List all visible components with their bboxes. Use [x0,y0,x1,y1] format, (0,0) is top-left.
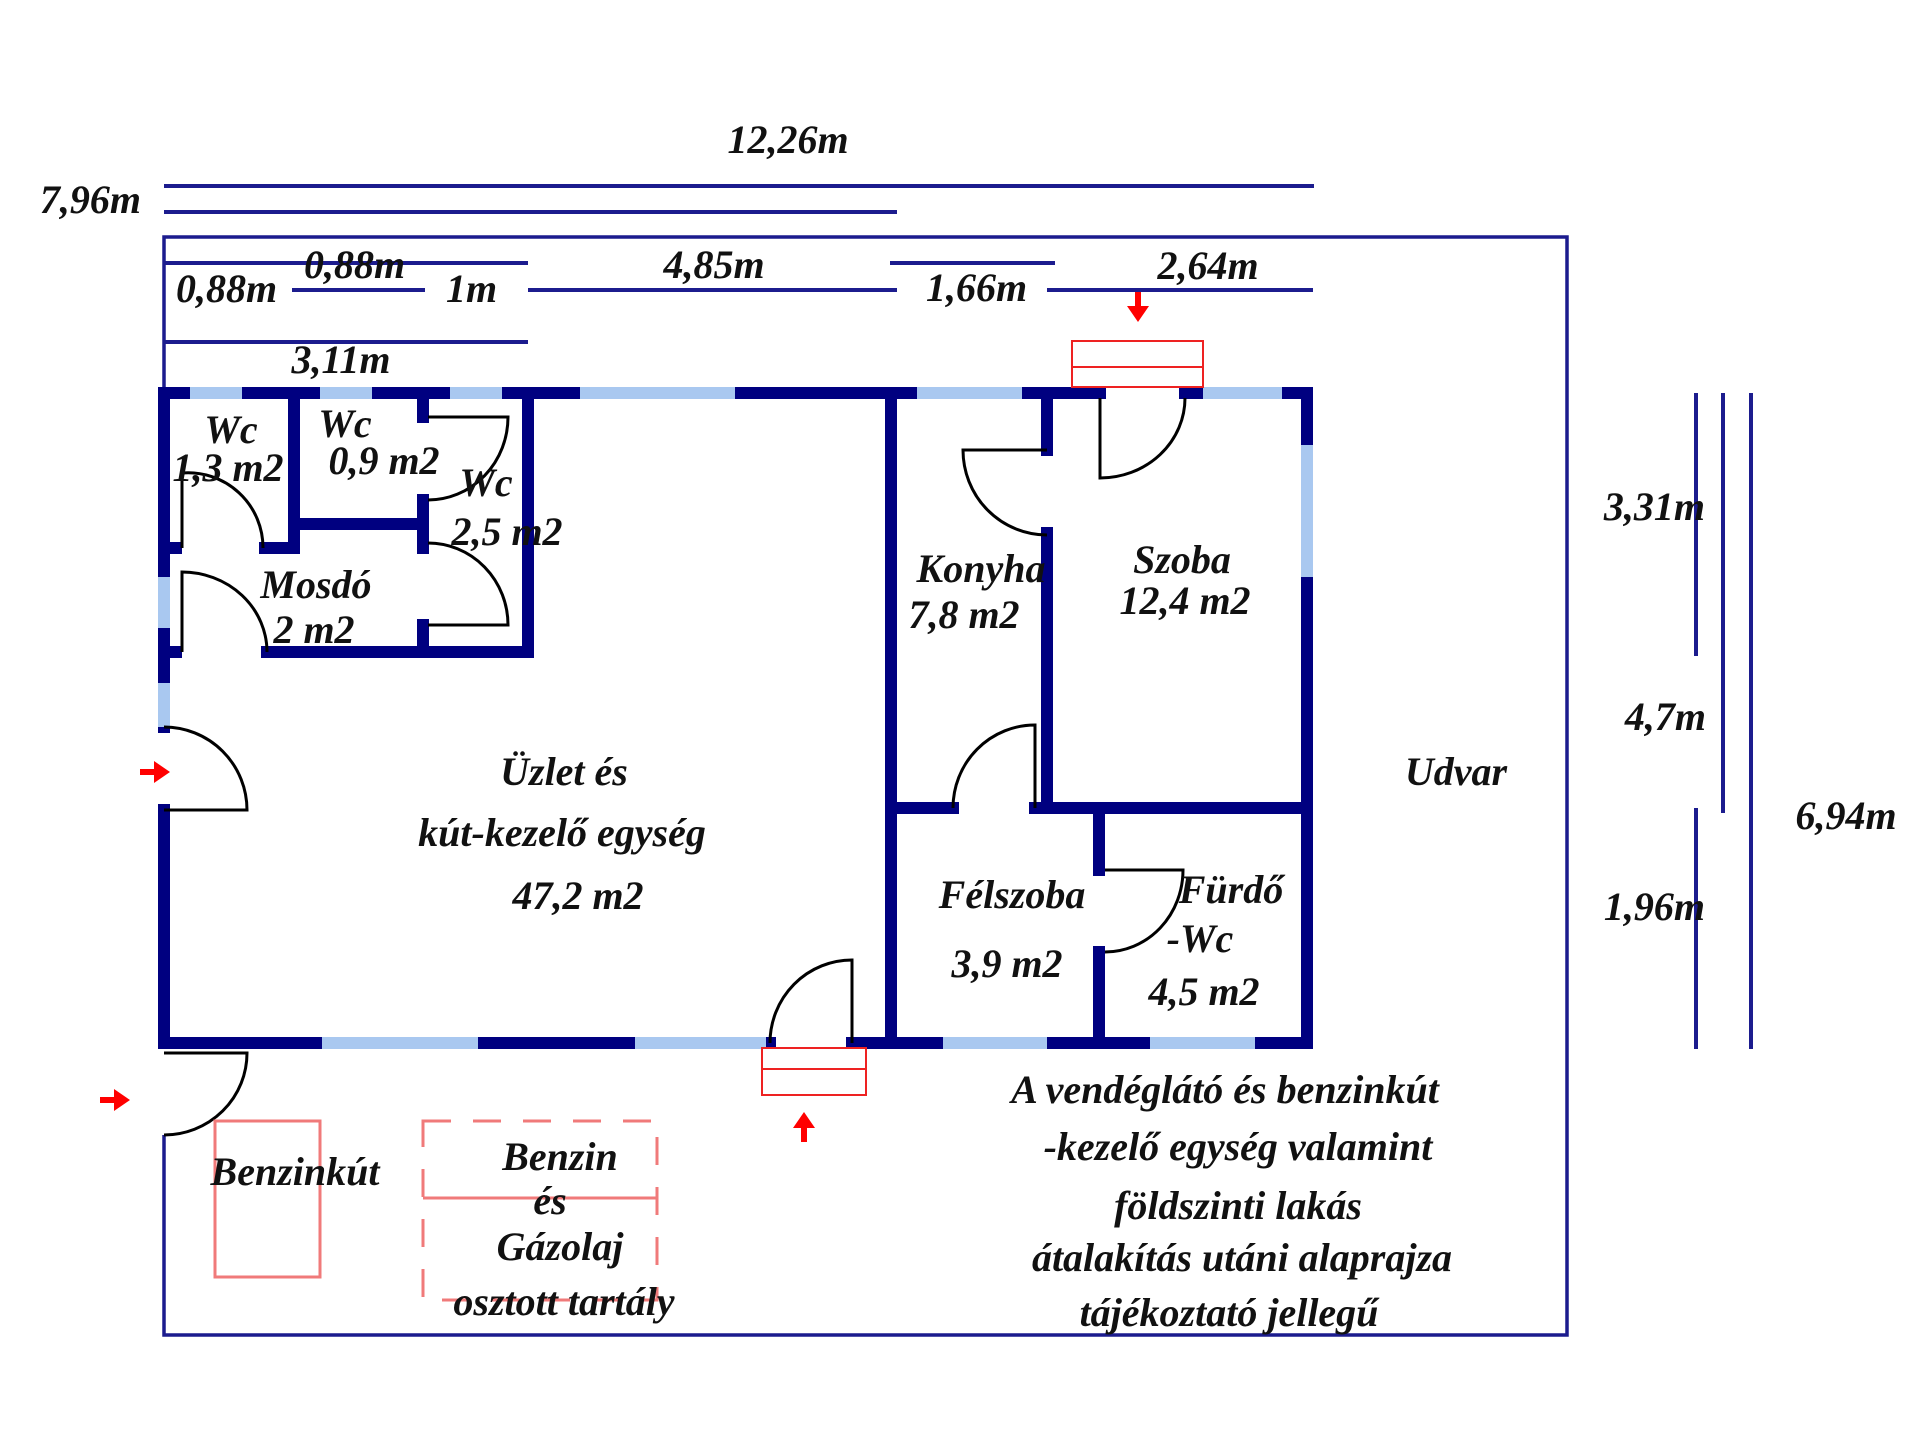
equipment [213,1119,659,1302]
door-kitchen-room [961,448,1048,537]
dim-label-left-part: 7,96m [40,177,141,222]
room-labels: Wc 1,3 m2 Wc 0,9 m2 Wc 2,5 m2 Mosdó 2 m2… [172,401,1286,1014]
fuel-tank-label-line4: osztott tartály [453,1279,674,1324]
dim-label-right-bottom: 1,96m [1604,884,1705,929]
dim-label-total: 12,26m [727,117,848,162]
dim-label-wc1: 0,88m [176,266,277,311]
entrance-step-top [1071,340,1204,388]
site-boundary [162,235,1569,1337]
dim-label-kitchen: 1,66m [926,265,1027,310]
caption-line: földszinti lakás [1114,1183,1362,1228]
dim-label-shop: 4,85m [662,242,764,287]
room-konyha-area: 7,8 m2 [908,592,1019,637]
right-dimension-lines [1694,393,1753,1049]
room-szoba-area: 12,4 m2 [1119,578,1250,623]
yard-label: Udvar [1405,749,1508,794]
fuel-tank-label-line1: Benzin [501,1134,618,1179]
fuel-tank-label-line3: Gázolaj [497,1224,625,1269]
dimension-labels: 12,26m 7,96m 0,88m 0,88m 1m 4,85m 1,66m … [40,117,1897,929]
door-shop-rear [768,958,854,1044]
fuel-pump-outline [213,1119,322,1279]
dim-label-right-total: 6,94m [1795,793,1896,838]
dim-label-right-middle: 4,7m [1624,694,1706,739]
arrow-right-icon [100,1089,130,1111]
room-mosdo-area: 2 m2 [272,607,354,652]
door-mosdo-entrance [180,570,269,653]
caption-line: A vendéglátó és benzinkút [1008,1067,1441,1112]
door-wc2 [427,415,510,502]
room-furdo-name-line1: Fürdő [1178,867,1286,912]
door-shop-entrance [163,725,249,812]
entrance-step-bottom [761,1047,867,1096]
room-szoba-name: Szoba [1133,537,1231,582]
fuel-tank-outline [421,1119,659,1302]
room-konyha-name: Konyha [916,546,1046,591]
door-room-entrance [1098,397,1187,480]
top-dimension-lines [164,184,1314,344]
room-shop-area: 47,2 m2 [511,873,643,918]
dim-label-room: 2,64m [1156,243,1258,288]
door-pump-gate [163,1051,249,1137]
doors [163,397,1187,1137]
caption-line: átalakítás utáni alaprajza [1032,1235,1452,1280]
room-felszoba-name: Félszoba [938,872,1086,917]
outside-labels: Udvar Benzinkút Benzin és Gázolaj osztot… [210,749,1508,1324]
room-felszoba-area: 3,9 m2 [950,941,1062,986]
fuel-pump-label: Benzinkút [210,1149,382,1194]
door-kitchen-felszoba [951,723,1037,809]
room-mosdo-name: Mosdó [259,562,371,607]
room-furdo-area: 4,5 m2 [1147,969,1259,1014]
room-furdo-name-line2: -Wc [1167,916,1234,961]
room-wc3-area: 2,5 m2 [450,509,562,554]
dim-label-right-top: 3,31m [1603,484,1705,529]
dim-label-wash-block: 3,11m [291,337,391,382]
windows [158,387,1313,1049]
site-boundary-line [162,235,1569,1337]
room-wc3-name: Wc [459,460,513,505]
door-wc1 [180,471,265,549]
dim-label-wc3: 1m [446,266,497,311]
dim-label-wc2: 0,88m [304,242,405,287]
door-wc3 [427,541,510,627]
room-wc1-area: 1,3 m2 [172,445,283,490]
door-furdo [1104,868,1185,954]
caption-line: tájékoztató jellegű [1080,1290,1381,1335]
fuel-tank-label-line2: és [533,1178,566,1223]
plan-caption: A vendéglátó és benzinkút -kezelő egység… [1008,1067,1452,1335]
room-shop-name-line2: kút-kezelő egység [418,810,706,855]
caption-line: -kezelő egység valamint [1044,1124,1435,1169]
room-wc2-name: Wc [318,401,372,446]
arrow-right-icon [140,761,170,783]
arrow-up-icon [793,1112,815,1142]
entrance-markers [100,292,1204,1142]
room-wc2-area: 0,9 m2 [328,438,439,483]
room-wc1-name: Wc [204,407,258,452]
arrow-down-icon [1127,292,1149,322]
room-shop-name-line1: Üzlet és [500,749,628,794]
